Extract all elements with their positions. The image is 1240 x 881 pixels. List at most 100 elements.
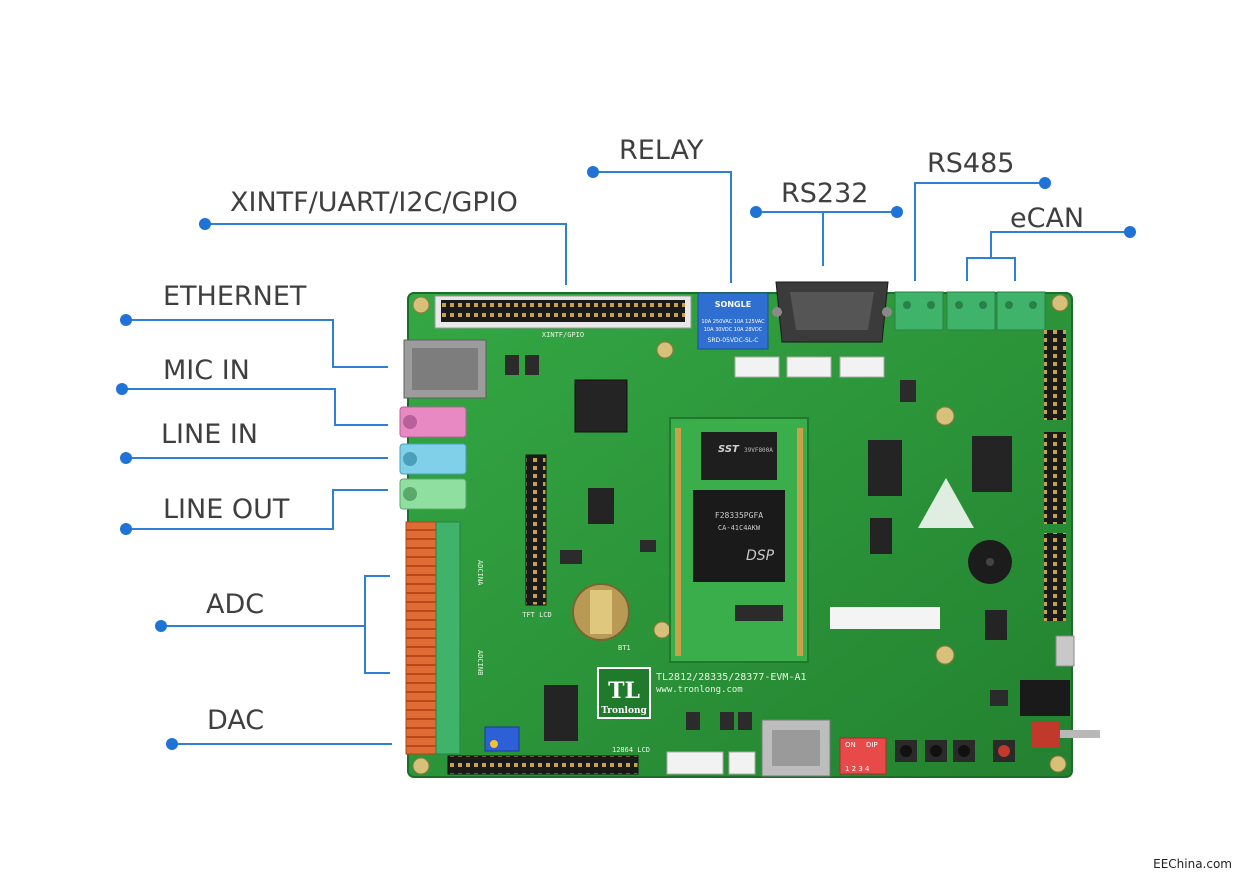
ecan-terminal-block-1 (946, 291, 996, 331)
line-out-jack-socket (403, 487, 417, 501)
mounting-hole (412, 757, 430, 775)
mounting-hole (1051, 294, 1069, 312)
power-switch-lever (1060, 730, 1100, 738)
ic-chip (870, 518, 892, 554)
core-pin-strip (797, 428, 803, 656)
push-buttons (895, 740, 1015, 762)
bottom-connector (728, 751, 756, 775)
mounting-hole (935, 645, 955, 665)
mounting-hole (935, 406, 955, 426)
esd-warning-triangle (918, 478, 974, 528)
adc-dac-terminal-block (435, 521, 461, 755)
smd-components (505, 355, 1008, 730)
ethernet-rj45-face (412, 348, 478, 390)
line-out-jack (399, 478, 467, 510)
line-out-dot (120, 523, 132, 535)
power-jack (1020, 680, 1070, 716)
rs232-dot-right (891, 206, 903, 218)
bottom-connector (666, 751, 724, 775)
terminal-screws (903, 301, 1037, 309)
ethernet-phy-chip (574, 379, 628, 433)
ic-chip (985, 610, 1007, 640)
xintf-dot (199, 218, 211, 230)
ethernet-dot (120, 314, 132, 326)
mounting-hole (1049, 755, 1067, 773)
watermark: EEChina.com (1153, 857, 1232, 871)
micro-usb-port (1055, 635, 1075, 667)
buzzer-hole (986, 558, 994, 566)
line-in-jack-socket (403, 452, 417, 466)
label-ethernet: ETHERNET (163, 281, 307, 312)
flash-chip-brand: SST (718, 444, 740, 455)
label-relay: RELAY (619, 135, 704, 166)
tronlong-logo (597, 667, 651, 719)
ecan-lead-fork (966, 257, 1016, 281)
label-rs232: RS232 (781, 178, 868, 209)
label-rs485: RS485 (927, 148, 1014, 179)
right-pin-header (1044, 432, 1066, 524)
adc-dot (155, 620, 167, 632)
rs232-dot-left (750, 206, 762, 218)
silk-bt1: BT1 (618, 644, 631, 652)
label-dac: DAC (207, 705, 264, 736)
mic-in-jack (399, 406, 467, 438)
rs485-lead (914, 182, 1045, 281)
line-out-lead (126, 489, 388, 530)
label-line-in: LINE IN (161, 419, 258, 450)
coin-battery-clip (590, 590, 612, 634)
label-adc: ADC (206, 589, 264, 620)
label-ecan: eCAN (1010, 203, 1084, 234)
ecan-lead (990, 231, 1130, 258)
silk-xintf: XINTF/GPIO (542, 331, 584, 339)
mounting-hole (656, 341, 674, 359)
potentiometer-knob (490, 740, 498, 748)
uart-connector (734, 356, 780, 378)
xintf-gpio-pins (441, 300, 685, 322)
label-line-out: LINE OUT (163, 494, 290, 525)
dsp-chip (693, 490, 785, 582)
mounting-hole (412, 296, 430, 314)
ic-chip (544, 685, 578, 741)
core-pin-strip (675, 428, 681, 656)
label-strip (830, 607, 940, 629)
flash-chip-code: 39VF800A (744, 447, 773, 454)
xintf-lead (205, 223, 567, 285)
line-in-jack (399, 443, 467, 475)
relay-model: SRD-05VDC-SL-C (708, 337, 759, 344)
potentiometer (484, 726, 520, 752)
relay-spec-line2: 10A 30VDC 10A 28VDC (704, 327, 763, 333)
board-model: TL2812/28335/28377-EVM-A1 (656, 672, 807, 683)
dsp-part-number: F28335PGFA (715, 511, 763, 520)
pcb-board: XINTF/GPIO SONGLE 10A 250VAC 10A 125VAC … (399, 281, 1100, 778)
mic-in-jack-socket (403, 415, 417, 429)
dip-numbers: 1 2 3 4 (845, 765, 870, 773)
ethernet-lead (126, 319, 388, 368)
db9-screw (882, 307, 892, 317)
rs232-db9-shell (790, 292, 874, 330)
ic-chip (868, 440, 902, 496)
relay-spec-line1: 10A 250VAC 10A 125VAC (701, 319, 765, 325)
logo-letters: TL (608, 678, 640, 704)
dip-switch (839, 737, 887, 775)
mic-in-dot (116, 383, 128, 395)
adc-dac-orange-header (405, 521, 437, 755)
rs485-terminal-block (894, 291, 944, 331)
ecan-dot (1124, 226, 1136, 238)
silk-adcinb: ADCINB (476, 650, 484, 675)
power-switch (1032, 722, 1060, 748)
dac-dot (166, 738, 178, 750)
relay-lead (593, 171, 732, 283)
sd-card-slot-inner (772, 730, 820, 766)
dsp-lot-code: CA-41C4AKW (718, 524, 761, 532)
right-pin-header (1044, 533, 1066, 621)
rs485-dot (1039, 177, 1051, 189)
label-mic-in: MIC IN (163, 355, 250, 386)
relay-brand: SONGLE (715, 300, 751, 309)
right-pin-header (1044, 330, 1066, 420)
silk-tft-lcd: TFT LCD (522, 611, 552, 619)
uart-connector (839, 356, 885, 378)
silk-12864-lcd: 12864 LCD (612, 746, 650, 754)
line-in-dot (120, 452, 132, 464)
